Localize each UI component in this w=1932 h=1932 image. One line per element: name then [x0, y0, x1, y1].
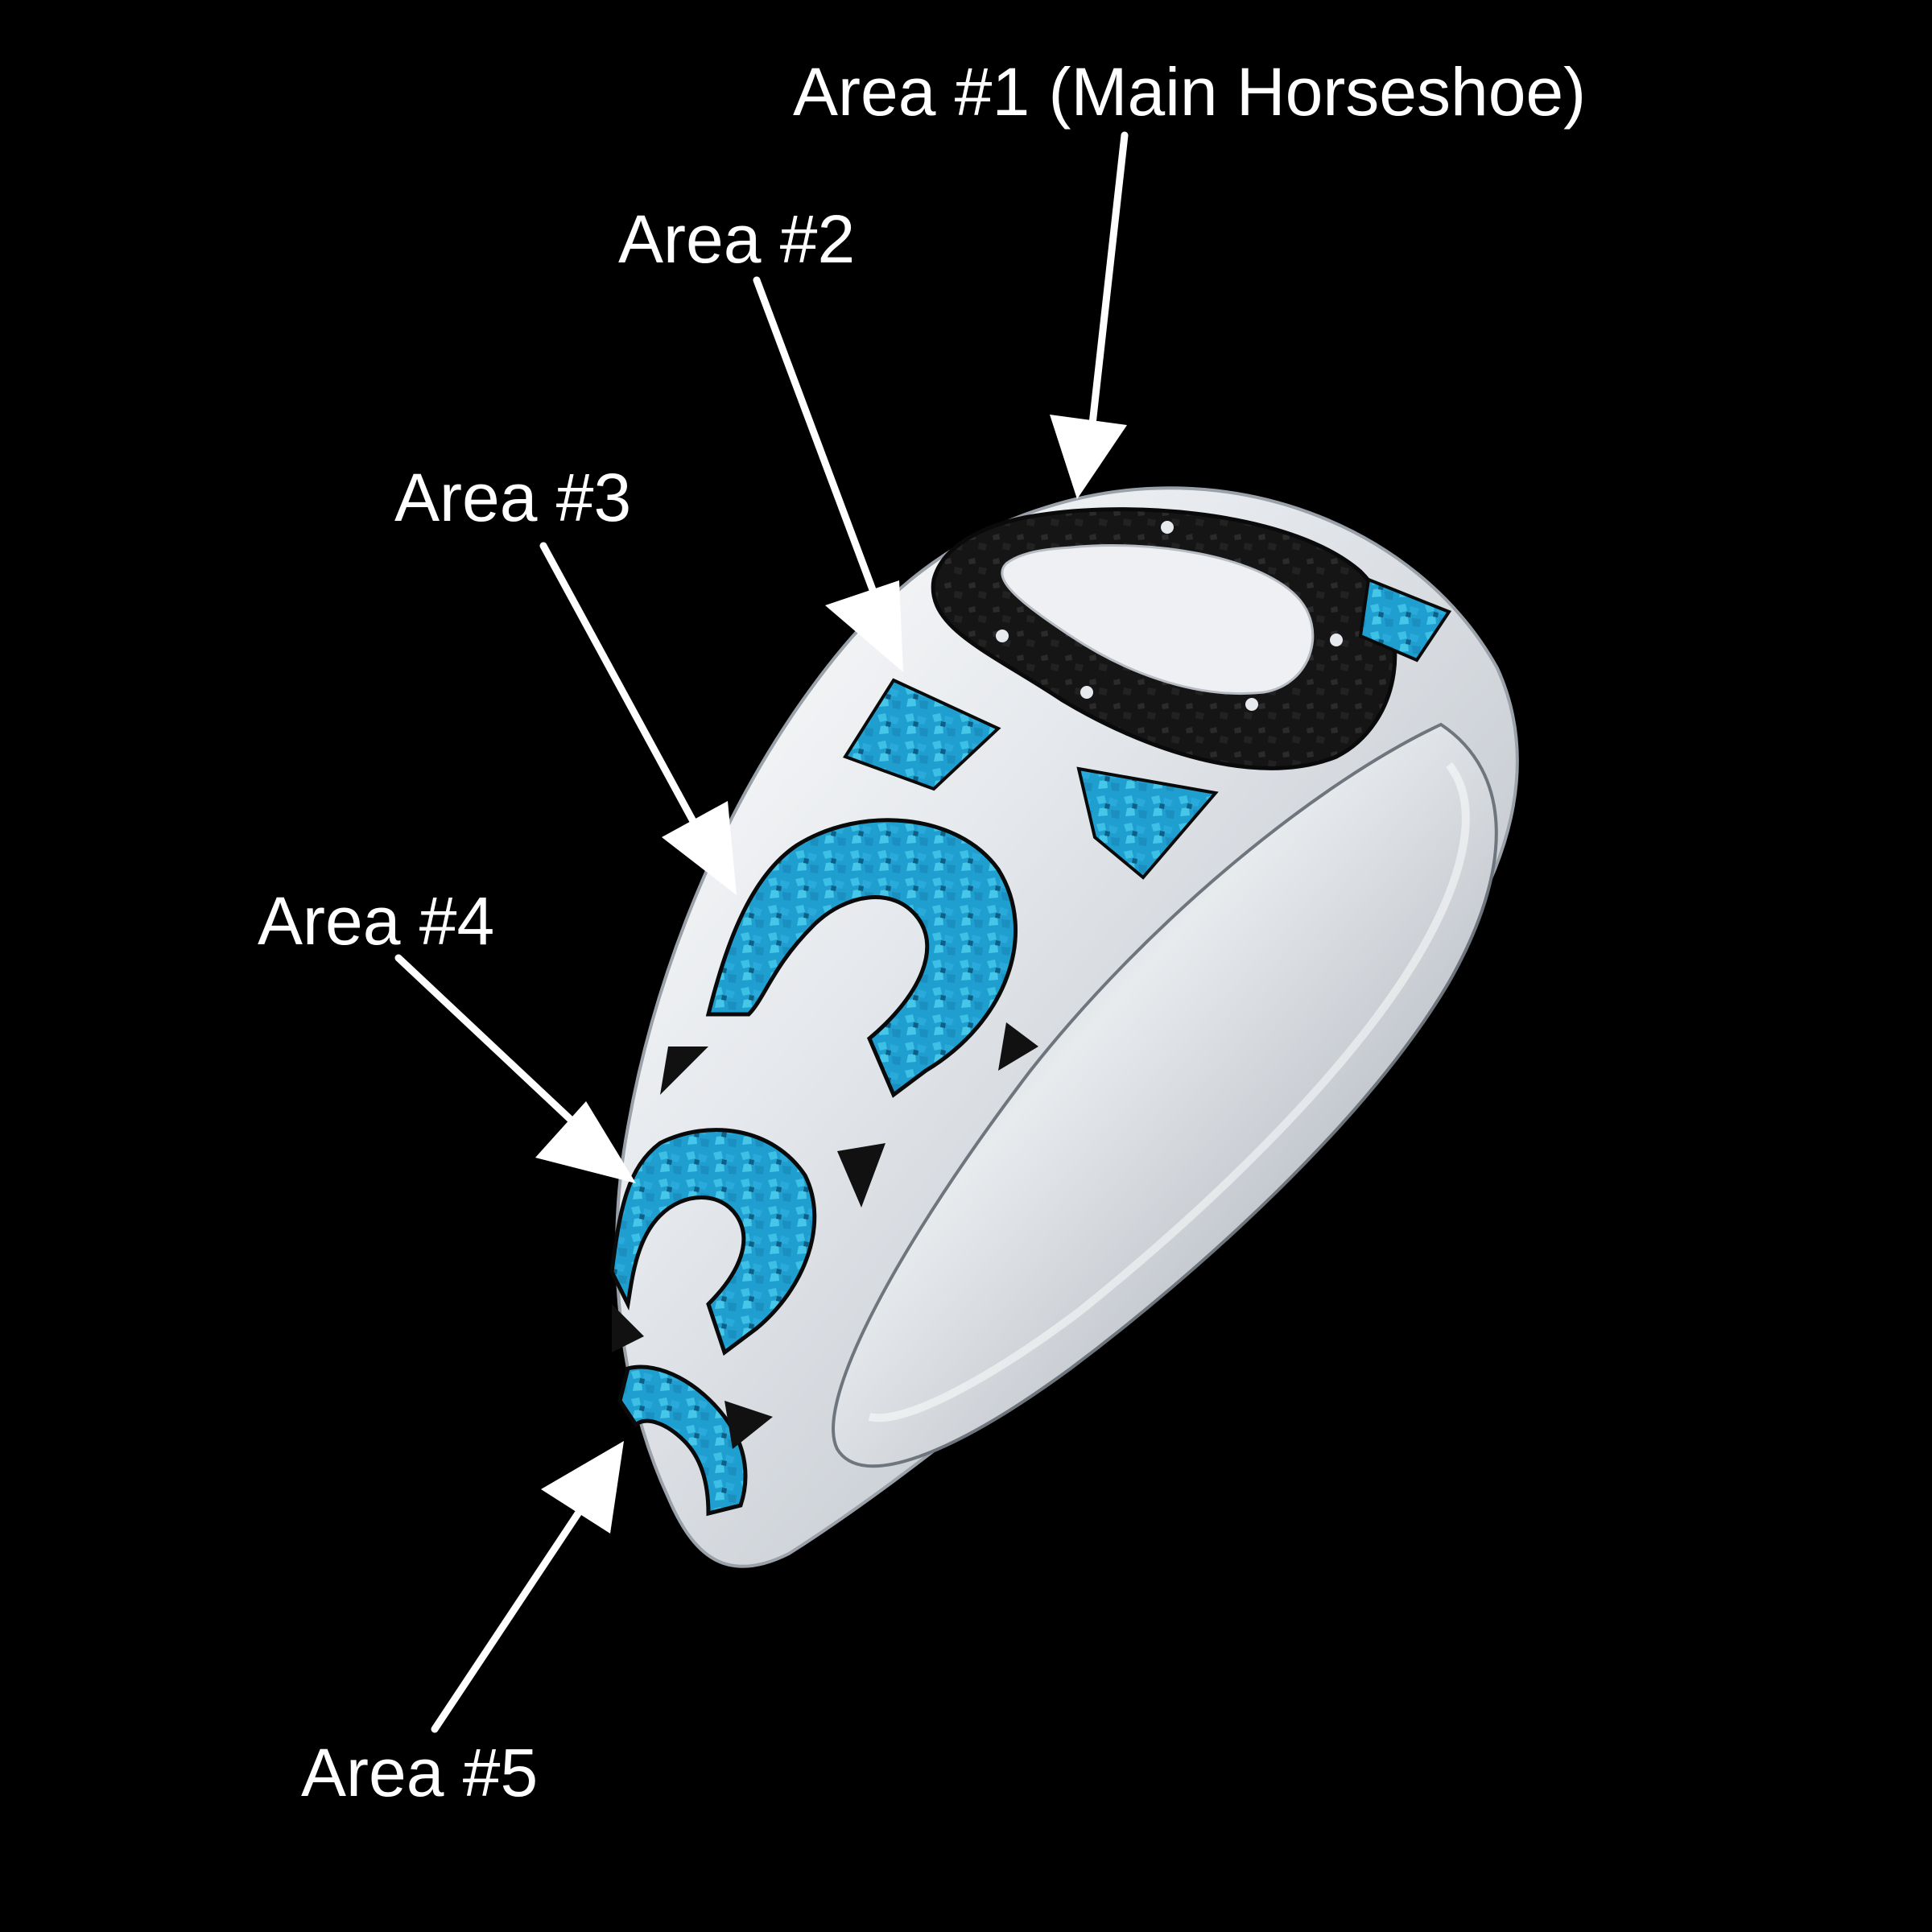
label-area-1: Area #1 (Main Horseshoe): [793, 54, 1587, 130]
area-5-horseshoe-inlay: [617, 1364, 748, 1517]
area-3-horseshoe-inlay: [705, 818, 1018, 1098]
arrow-area-4: [394, 954, 636, 1183]
arrow-area-5: [431, 1441, 624, 1733]
label-area-4: Area #4: [258, 883, 495, 959]
label-area-2: Area #2: [618, 201, 856, 277]
label-area-5: Area #5: [301, 1735, 539, 1810]
label-area-3: Area #3: [394, 460, 632, 535]
area-4-horseshoe-inlay: [609, 1128, 817, 1356]
arrow-area-1: [1050, 131, 1129, 499]
area-2-inlay: [842, 577, 1452, 880]
arrow-area-2: [753, 276, 903, 672]
arrow-area-3: [539, 542, 737, 895]
black-triangle-inlays: [612, 1022, 1038, 1449]
main-horseshoe-inlay: [931, 507, 1397, 770]
